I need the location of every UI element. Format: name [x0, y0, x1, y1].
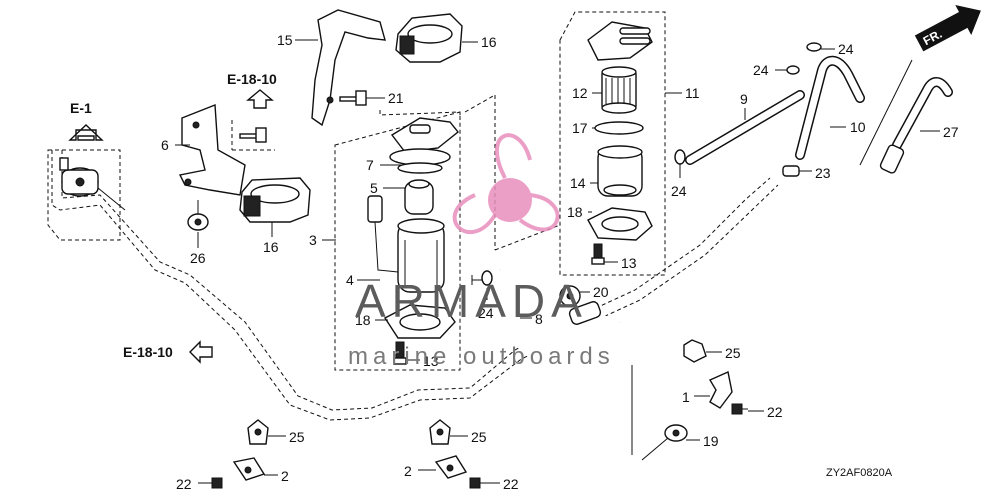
callout-22-center[interactable]: 22: [503, 476, 519, 492]
hose-clip-part-24-center: [471, 270, 493, 286]
e1810-top-reference-label[interactable]: E-18-10: [227, 71, 277, 87]
callout-1[interactable]: 1: [682, 389, 690, 405]
fuel-hose-part-10: [795, 55, 865, 160]
bracket-part-2-left: [232, 457, 266, 481]
callout-19[interactable]: 19: [703, 433, 719, 449]
callout-2-center[interactable]: 2: [404, 463, 412, 479]
bolt-part-13-upper: [591, 243, 605, 265]
e1-reference-label[interactable]: E-1: [70, 100, 92, 116]
callout-17[interactable]: 17: [572, 120, 588, 136]
callout-7[interactable]: 7: [366, 157, 374, 173]
callout-3[interactable]: 3: [309, 232, 317, 248]
callout-18-lower[interactable]: 18: [355, 312, 371, 328]
hose-clip-part-20: [559, 285, 581, 307]
fuel-strainer-cap-part: [389, 117, 459, 166]
clamp-part-25-center: [429, 419, 451, 445]
callout-22-left[interactable]: 22: [176, 476, 192, 492]
watermark-brand: ARMADA: [355, 275, 588, 327]
callout-14[interactable]: 14: [570, 175, 586, 191]
fitting-part-19: [631, 365, 688, 461]
diagram-code: ZY2AF0820A: [826, 467, 893, 479]
filter-element-part-12: [601, 66, 637, 114]
joint-part-23: [782, 165, 800, 177]
watermark-tagline: marine outboards: [348, 343, 615, 370]
armada-watermark-logo: [452, 133, 560, 235]
callout-10[interactable]: 10: [850, 119, 866, 135]
callout-27[interactable]: 27: [943, 124, 959, 140]
float-part-5: [404, 179, 434, 215]
bolt-part-22-left: [211, 477, 223, 489]
e1810-left-reference-label[interactable]: E-18-10: [123, 344, 173, 360]
bracket-part-6: [178, 103, 246, 196]
bolt-part-21-lower: [231, 120, 275, 151]
callout-25-left[interactable]: 25: [289, 429, 305, 445]
bracket-part-2-center: [434, 455, 468, 479]
callout-24-mid[interactable]: 24: [753, 62, 769, 78]
gasket-part-18-lower: [383, 304, 456, 339]
callout-21[interactable]: 21: [388, 90, 404, 106]
callout-15[interactable]: 15: [277, 32, 293, 48]
vapor-separator-group-box: [47, 149, 121, 241]
callout-6[interactable]: 6: [161, 137, 169, 153]
callout-2-left[interactable]: 2: [281, 468, 289, 484]
callout-13-lower[interactable]: 13: [423, 353, 439, 369]
vapor-separator-part: [59, 157, 126, 211]
connector-wire-part: [367, 195, 399, 273]
bolt-part-22-right: [731, 403, 748, 415]
e1810-left-reference-arrow: [189, 340, 213, 364]
hose-clip-part-24-mid: [786, 65, 800, 75]
callout-20[interactable]: 20: [593, 284, 609, 300]
callout-24-top[interactable]: 24: [838, 41, 854, 57]
fuel-filter-group-box: [559, 11, 666, 276]
clamp-band-part-16-left: [239, 177, 311, 223]
bolt-part-13-lower: [393, 341, 407, 365]
callout-4[interactable]: 4: [346, 272, 354, 288]
callout-26[interactable]: 26: [190, 250, 206, 266]
callout-25-center[interactable]: 25: [471, 429, 487, 445]
callout-16-upper[interactable]: 16: [481, 34, 497, 50]
o-ring-part-17: [594, 121, 644, 135]
gasket-part-18-upper: [587, 207, 653, 241]
callout-24-center[interactable]: 24: [478, 305, 494, 321]
front-direction-arrow: FR.: [914, 4, 981, 52]
clamp-band-part-16-top: [395, 13, 463, 63]
bolt-part-21: [339, 90, 367, 106]
bracket-part-1: [708, 371, 733, 409]
callout-13-upper[interactable]: 13: [621, 255, 637, 271]
callout-11[interactable]: 11: [685, 85, 700, 101]
grommet-part-26: [187, 200, 209, 231]
fuel-hose-part-27: [879, 77, 953, 174]
callout-25-right[interactable]: 25: [725, 345, 741, 361]
callout-22-right[interactable]: 22: [767, 404, 783, 420]
callout-8[interactable]: 8: [535, 311, 543, 327]
callout-16-lower[interactable]: 16: [263, 239, 279, 255]
strainer-cup-part-4: [397, 218, 445, 293]
filter-cup-part-14: [597, 145, 643, 197]
clamp-part-25-left: [247, 419, 269, 445]
callout-12[interactable]: 12: [572, 85, 588, 101]
callout-24-lower[interactable]: 24: [671, 183, 687, 199]
bolt-part-22-center: [469, 477, 481, 489]
e1-reference-arrow: [68, 124, 104, 141]
callout-23[interactable]: 23: [815, 165, 831, 181]
bracket-part-15: [311, 9, 386, 127]
hose-clip-part-24-top: [806, 42, 822, 52]
fuel-hose-part-8: [498, 263, 622, 356]
e1810-top-reference-arrow: [246, 89, 274, 109]
callout-5[interactable]: 5: [370, 180, 378, 196]
callout-9[interactable]: 9: [740, 91, 748, 107]
fuel-tube-part-9: [685, 90, 805, 165]
hose-clip-part-24-lower: [674, 149, 686, 165]
callout-18-upper[interactable]: 18: [567, 204, 583, 220]
filter-cap-part: [587, 21, 653, 61]
o-ring-part-7: [397, 162, 443, 174]
clamp-part-25-right: [683, 339, 707, 363]
main-fuel-line: [51, 110, 779, 421]
